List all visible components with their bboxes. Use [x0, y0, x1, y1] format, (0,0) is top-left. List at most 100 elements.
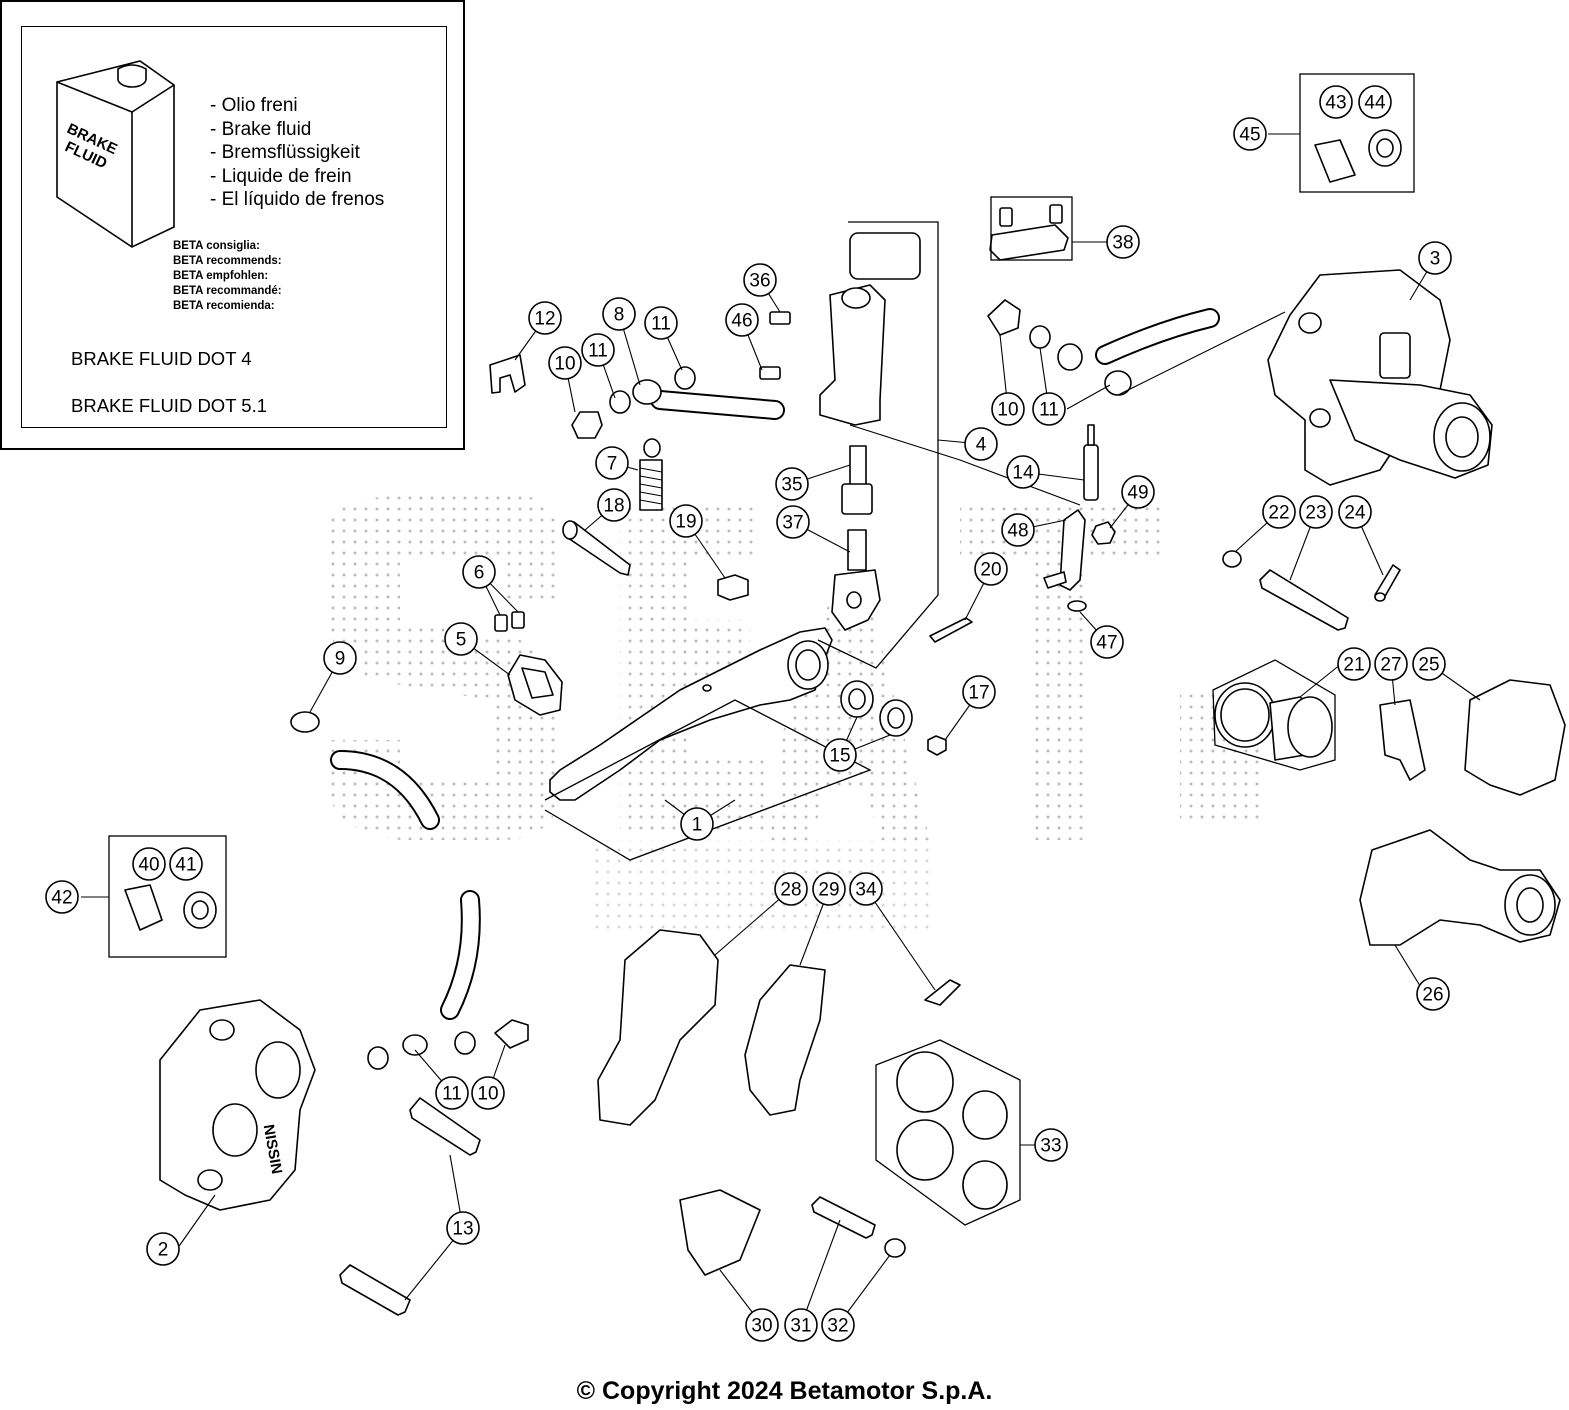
callout-10-c[interactable]: 10	[471, 1076, 505, 1110]
brake-fluid-legend: BRAKE FLUID - Olio freni - Brake fluid -…	[0, 0, 465, 450]
callout-49[interactable]: 49	[1121, 475, 1155, 509]
svg-text:38: 38	[1112, 233, 1133, 254]
callout-35[interactable]: 35	[775, 467, 809, 501]
legend-inner-frame: BRAKE FLUID	[21, 26, 447, 428]
svg-text:15: 15	[829, 746, 850, 767]
callout-33[interactable]: 33	[1034, 1128, 1068, 1162]
svg-text:30: 30	[751, 1316, 772, 1337]
callout-36[interactable]: 36	[743, 263, 777, 297]
pad-spring-rear	[1379, 699, 1426, 781]
callout-40[interactable]: 40	[132, 847, 166, 881]
callout-13[interactable]: 13	[446, 1211, 480, 1245]
front-brake-hose	[290, 711, 529, 1070]
rear-brake-pads	[1464, 679, 1566, 796]
callout-25[interactable]: 25	[1412, 647, 1446, 681]
callout-46[interactable]: 46	[725, 303, 759, 337]
callout-21[interactable]: 21	[1337, 647, 1371, 681]
callout-26[interactable]: 26	[1416, 977, 1450, 1011]
callout-29[interactable]: 29	[812, 872, 846, 906]
svg-text:48: 48	[1007, 521, 1028, 542]
pad-spring-front	[679, 1189, 761, 1276]
callout-42[interactable]: 42	[45, 880, 79, 914]
callout-27[interactable]: 27	[1374, 647, 1408, 681]
svg-text:21: 21	[1343, 655, 1364, 676]
return-spring	[639, 438, 663, 511]
svg-text:28: 28	[780, 880, 801, 901]
callout-11-a[interactable]: 11	[581, 333, 615, 367]
svg-text:11: 11	[1039, 400, 1059, 421]
callout-8[interactable]: 8	[602, 297, 636, 331]
callout-31[interactable]: 31	[784, 1308, 818, 1342]
svg-text:10: 10	[477, 1084, 498, 1105]
callout-11-d[interactable]: 11	[435, 1076, 469, 1110]
svg-text:26: 26	[1422, 985, 1443, 1006]
svg-text:17: 17	[968, 683, 989, 704]
bleeder-screw	[924, 979, 961, 1006]
cotter-pin	[929, 617, 973, 643]
callout-22[interactable]: 22	[1262, 495, 1296, 529]
svg-text:9: 9	[335, 649, 346, 670]
callout-17[interactable]: 17	[962, 675, 996, 709]
callout-23[interactable]: 23	[1299, 495, 1333, 529]
svg-text:13: 13	[452, 1219, 473, 1240]
callout-10-b[interactable]: 10	[991, 392, 1025, 426]
bearings	[840, 680, 947, 756]
svg-text:5: 5	[456, 630, 467, 651]
callout-48[interactable]: 48	[1001, 513, 1035, 547]
callout-44[interactable]: 44	[1358, 85, 1392, 119]
brake-fluid-can: BRAKE FLUID	[56, 60, 175, 248]
pin-bracket	[717, 574, 749, 601]
callout-24[interactable]: 24	[1338, 495, 1372, 529]
callout-38[interactable]: 38	[1106, 225, 1140, 259]
master-cylinder	[759, 232, 921, 631]
svg-text:20: 20	[980, 560, 1001, 581]
callout-7[interactable]: 7	[595, 446, 629, 480]
pivot-pin	[562, 520, 631, 576]
recommendation: BETA empfohlen:	[173, 270, 269, 282]
svg-text:33: 33	[1040, 1136, 1061, 1157]
svg-text:19: 19	[675, 512, 696, 533]
callout-20[interactable]: 20	[974, 552, 1008, 586]
callout-1[interactable]: 1	[680, 807, 714, 841]
svg-text:6: 6	[474, 563, 485, 584]
svg-text:8: 8	[614, 305, 625, 326]
callout-14[interactable]: 14	[1006, 455, 1040, 489]
callout-10-a[interactable]: 10	[548, 346, 582, 380]
svg-text:23: 23	[1305, 503, 1326, 524]
callout-12[interactable]: 12	[528, 301, 562, 335]
callout-6[interactable]: 6	[462, 555, 496, 589]
callout-15[interactable]: 15	[823, 738, 857, 772]
hose-clip	[489, 354, 526, 394]
svg-text:10: 10	[997, 400, 1018, 421]
fluid-name: - Liquide de frein	[210, 165, 352, 187]
callout-4[interactable]: 4	[964, 427, 998, 461]
callout-43[interactable]: 43	[1319, 85, 1353, 119]
callout-3[interactable]: 3	[1418, 241, 1452, 275]
fluid-name: - Brake fluid	[210, 118, 312, 140]
copyright-notice: © Copyright 2024 Betamotor S.p.A.	[576, 1377, 993, 1405]
svg-text:18: 18	[603, 496, 624, 517]
callout-2[interactable]: 2	[146, 1232, 180, 1266]
callout-32[interactable]: 32	[821, 1308, 855, 1342]
pad-pin	[811, 1196, 876, 1239]
callout-37[interactable]: 37	[776, 505, 810, 539]
callout-34[interactable]: 34	[849, 872, 883, 906]
callout-30[interactable]: 30	[745, 1308, 779, 1342]
callout-11-b[interactable]: 11	[644, 306, 678, 340]
svg-text:24: 24	[1344, 503, 1366, 524]
callout-19[interactable]: 19	[669, 504, 703, 538]
callout-11-c[interactable]: 11	[1032, 392, 1066, 426]
callout-28[interactable]: 28	[774, 872, 808, 906]
fluid-name: - Olio freni	[210, 95, 298, 116]
svg-text:4: 4	[976, 435, 987, 456]
fluid-name-list: - Olio freni - Brake fluid - Bremsflüssi…	[210, 94, 384, 212]
callout-9[interactable]: 9	[323, 641, 357, 675]
callout-47[interactable]: 47	[1090, 625, 1124, 659]
callout-45[interactable]: 45	[1233, 117, 1267, 151]
callout-18[interactable]: 18	[597, 488, 631, 522]
callout-5[interactable]: 5	[444, 622, 478, 656]
caliper-pin-parts	[1222, 550, 1401, 631]
callout-41[interactable]: 41	[169, 847, 203, 881]
caliper-bolts	[339, 1097, 481, 1316]
brake-pedal	[549, 627, 833, 801]
